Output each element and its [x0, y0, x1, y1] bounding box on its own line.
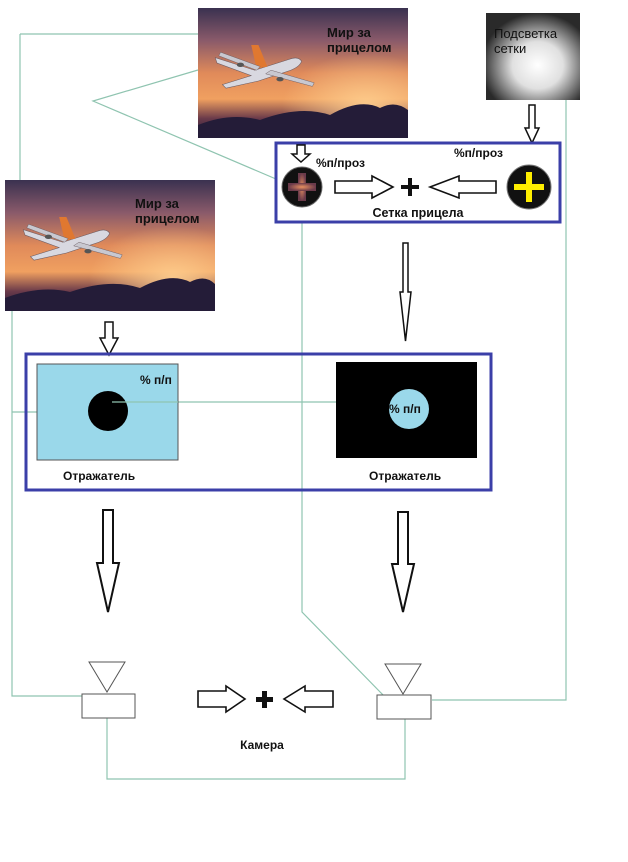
camera-left — [81, 661, 136, 719]
arrow-down-world-to-reflector — [98, 321, 120, 357]
plus-icon — [401, 178, 419, 196]
camera-body-icon — [376, 694, 432, 720]
arrow-down-backlight — [523, 104, 541, 145]
arrow-down-small-icon — [290, 144, 312, 164]
reflector-left-percent: % п/п — [140, 373, 172, 387]
reflector-right-spot — [389, 389, 429, 429]
world-image-top: Мир за прицелом — [198, 8, 408, 138]
reticle-backlight: Подсветка сетки — [486, 13, 580, 100]
plus-camera-icon — [256, 691, 273, 708]
world-image-left-caption-1: Мир за — [135, 196, 180, 211]
arrow-down-right-to-camera — [391, 511, 415, 613]
arrow-down-reticle-to-reflector — [399, 242, 412, 342]
camera-lens-icon — [88, 661, 126, 693]
backlight-label-1: Подсветка — [494, 26, 558, 41]
camera-label: Камера — [240, 738, 284, 752]
arrow-right-icon — [334, 174, 395, 200]
camera-right — [376, 663, 432, 720]
reflector-left-spot — [88, 391, 128, 431]
connector-reticle-to-camera — [301, 205, 386, 698]
reticle-box: %п/проз %п/проз Сетка прицела — [274, 141, 562, 224]
reticle-scene-icon — [281, 166, 323, 208]
world-image-left: Мир за прицелом — [5, 180, 215, 311]
reflector-left-label: Отражатель — [63, 469, 135, 483]
world-image-top-caption-1: Мир за — [327, 25, 372, 40]
reflector-right-percent: % п/п — [389, 402, 421, 416]
arrow-right-camera-icon — [197, 684, 247, 714]
reflector-right: % п/п Отражатель — [336, 362, 477, 483]
connector-left-vertical-lower — [11, 310, 82, 697]
world-image-left-caption-2: прицелом — [135, 211, 199, 226]
reticle-right-label: %п/проз — [454, 146, 503, 160]
arrow-down-left-to-camera — [95, 508, 121, 614]
backlight-label-2: сетки — [494, 41, 526, 56]
reticle-yellow-icon — [506, 164, 552, 210]
camera-lens-icon — [384, 663, 422, 695]
reflector-left: % п/п Отражатель — [36, 363, 179, 483]
arrow-left-icon — [427, 174, 497, 200]
camera-body-icon — [81, 693, 136, 719]
connector-camera-bottom — [106, 718, 406, 780]
connector-right-vertical — [432, 100, 567, 701]
reflector-box: % п/п Отражатель % п/п Отражатель — [24, 352, 493, 492]
connector-plane-to-reticle — [91, 69, 284, 183]
reticle-left-label: %п/проз — [316, 156, 365, 170]
reflector-right-label: Отражатель — [369, 469, 441, 483]
world-image-top-caption-2: прицелом — [327, 40, 391, 55]
arrow-left-camera-icon — [282, 684, 334, 714]
reticle-box-title: Сетка прицела — [372, 206, 464, 220]
